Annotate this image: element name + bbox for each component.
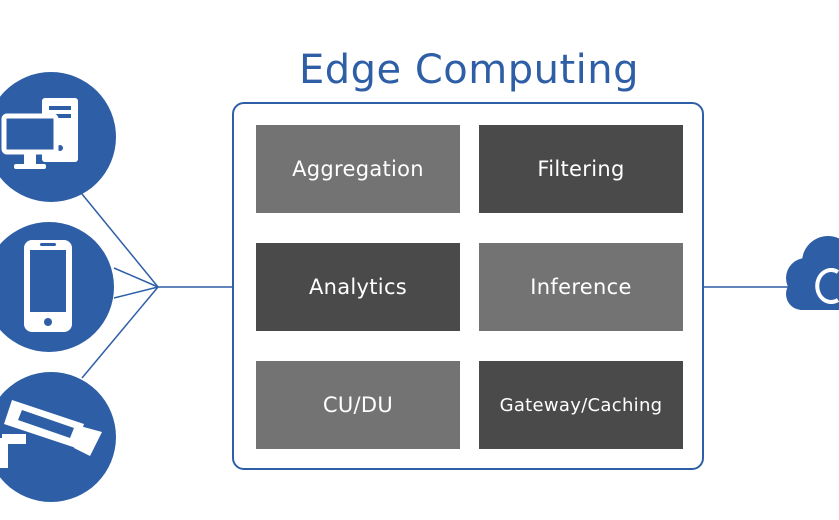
smartphone-device [0, 222, 114, 352]
diagram-title: Edge Computing [298, 47, 640, 93]
inference-tile: Inference [479, 243, 683, 331]
inference-label: Inference [530, 275, 632, 299]
analytics-tile: Analytics [256, 243, 460, 331]
analytics-label: Analytics [308, 275, 408, 299]
desktop-computer-icon [1, 98, 78, 169]
cloud-icon [786, 236, 839, 310]
cu-du-label: CU/DU [322, 393, 394, 417]
camera-connector [81, 286, 159, 379]
security-camera-icon [0, 400, 102, 468]
desktop-connector [81, 193, 159, 288]
security-camera-device [0, 372, 116, 502]
aggregation-tile: Aggregation [256, 125, 460, 213]
filtering-label: Filtering [537, 157, 625, 181]
aggregation-label: Aggregation [292, 157, 424, 181]
edge-computing-box: Aggregation Filtering Analytics Inferenc… [232, 102, 704, 470]
gateway-caching-label: Gateway/Caching [499, 394, 663, 416]
cu-du-tile: CU/DU [256, 361, 460, 449]
phone-connector-lower [113, 286, 159, 299]
filtering-tile: Filtering [479, 125, 683, 213]
gateway-caching-tile: Gateway/Caching [479, 361, 683, 449]
phone-connector-upper [113, 267, 159, 288]
desktop-computer-device [0, 72, 116, 202]
smartphone-icon [24, 240, 72, 332]
